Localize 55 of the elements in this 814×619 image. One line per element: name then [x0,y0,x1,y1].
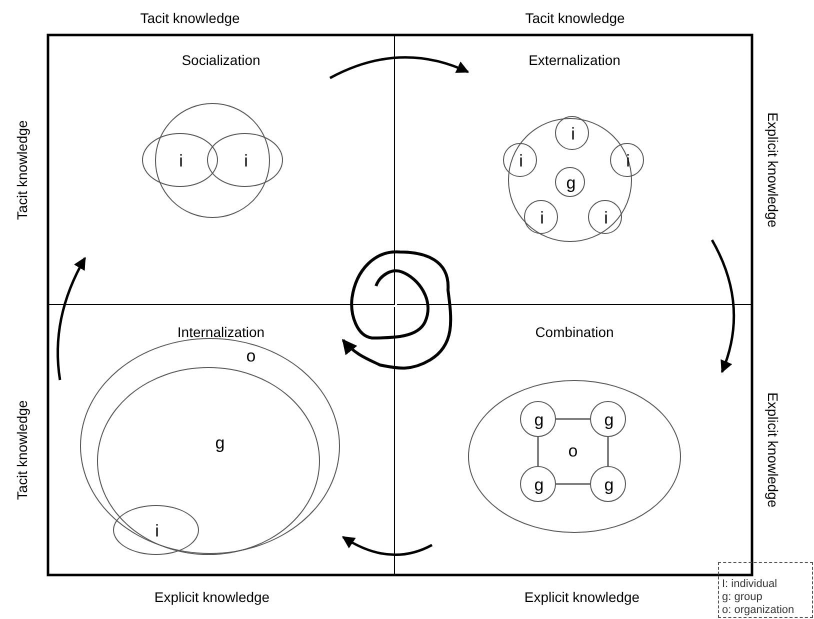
axis-label: Tacit knowledge [14,400,30,500]
curved-arrow [710,239,736,374]
ellipse [588,200,622,234]
axis-label: Tacit knowledge [525,10,625,26]
key-text: I: individual [722,578,778,590]
node-letter: i [540,210,544,226]
ellipse [113,505,199,555]
circle [508,118,632,242]
node-letter: i [155,522,159,540]
ellipse [524,200,558,234]
ellipse [610,143,644,177]
curved-arrow [56,256,86,380]
ellipse [555,116,589,150]
quadrant [48,35,395,305]
node-letter: g [566,174,576,192]
node-letter: o [246,348,256,364]
ellipse [97,367,320,555]
ellipse [207,133,283,187]
curved-arrow [329,56,470,80]
node-letter: g [534,412,544,428]
node-letter: i [571,126,575,142]
node-letter: g [215,434,225,452]
ellipse [520,401,556,437]
node-letter: i [604,210,608,226]
ellipse [468,380,681,533]
node-letter: o [568,442,578,460]
quadrant-title: Combination [535,324,614,340]
ellipse [142,133,218,187]
node-letter: i [519,152,523,170]
node-letter: i [626,152,630,170]
ellipse [555,167,585,197]
node-letter: i [244,152,248,170]
node-letter: g [604,476,614,494]
axis-label: Explicit knowledge [765,392,781,508]
curved-arrow [342,536,433,556]
axis-label: Explicit knowledge [154,589,270,605]
node-letter: g [534,476,544,494]
axis-label: Explicit knowledge [524,589,640,605]
axis-label: Explicit knowledge [765,112,781,228]
quadrant-title: Socialization [182,52,260,68]
circle [155,103,270,218]
quadrant-title: Externalization [528,52,620,68]
ellipse [503,143,537,177]
ellipse [520,466,556,502]
ellipse [590,466,626,502]
ellipse [590,401,626,437]
axis-label: Tacit knowledge [140,10,240,26]
key-text: o: organization [722,604,794,616]
quadrant-title: Internalization [177,324,265,340]
key-text: g: group [722,591,762,603]
ellipse [80,338,340,554]
connector-line [556,418,590,420]
axis-label: Tacit knowledge [14,120,30,220]
node-letter: i [179,152,183,170]
node-letter: g [604,412,614,428]
